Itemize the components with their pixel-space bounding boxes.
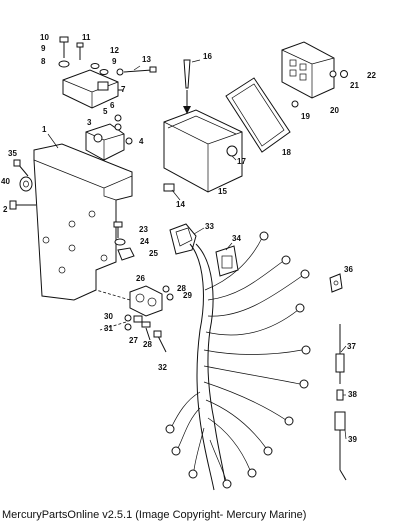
- part-31-32-nuts[interactable]: [124, 314, 132, 331]
- part-screws-4-6[interactable]: [114, 114, 133, 145]
- callout-39: 38: [348, 390, 357, 399]
- callout-37: 36: [344, 265, 353, 274]
- callout-23: 23: [139, 225, 148, 234]
- callout-9: 9: [41, 44, 46, 53]
- dashed-leader-26: [95, 289, 131, 331]
- part-19-screw[interactable]: [291, 100, 299, 108]
- callout-11: 11: [82, 33, 91, 42]
- callout-28: 28: [143, 340, 152, 349]
- part-34-harness-connector[interactable]: [169, 223, 197, 255]
- callout-labels: 1 2 3 4 5 6 7 8 9 9 10 11 12 13 14 15 16…: [1, 33, 376, 444]
- part-18-cover-plate[interactable]: [225, 77, 291, 153]
- callout-31: 30: [104, 312, 113, 321]
- callout-12: 12: [110, 46, 119, 55]
- callout-15: 15: [218, 187, 227, 196]
- callout-1: 1: [42, 125, 47, 134]
- callout-18: 18: [282, 148, 291, 157]
- callout-25: 25: [149, 249, 158, 258]
- footer-copyright: MercuryPartsOnline v2.5.1 (Image Copyrig…: [2, 509, 307, 521]
- callout-30: 29: [183, 291, 192, 300]
- part-13-wire-lead[interactable]: [116, 66, 157, 76]
- part-21-washer[interactable]: [329, 70, 337, 78]
- callout-22: 22: [367, 71, 376, 80]
- part-23-screw[interactable]: [113, 221, 123, 238]
- callout-9b: 9: [112, 57, 117, 66]
- part-37-clamp[interactable]: [329, 273, 343, 293]
- leader-lines: [47, 59, 347, 440]
- part-25-clip[interactable]: [117, 247, 135, 261]
- part-26-solenoid[interactable]: [129, 285, 163, 317]
- part-2-bolt[interactable]: [9, 200, 36, 210]
- part-3-switch[interactable]: [85, 123, 125, 161]
- part-39-fuse[interactable]: [336, 389, 344, 401]
- part-24-washer[interactable]: [114, 238, 126, 246]
- callout-6: 6: [110, 101, 115, 110]
- callout-21: 21: [350, 81, 359, 90]
- part-16-pointer[interactable]: [183, 59, 191, 114]
- callout-7: 7: [121, 85, 126, 94]
- part-20-fuse-block[interactable]: [281, 41, 335, 99]
- callout-14: 14: [176, 200, 185, 209]
- main-wiring-harness[interactable]: [165, 231, 311, 491]
- callout-10: 10: [40, 33, 49, 42]
- callout-4: 4: [139, 137, 144, 146]
- callout-26: 26: [136, 274, 145, 283]
- callout-19: 19: [301, 112, 310, 121]
- callout-38: 37: [347, 342, 356, 351]
- callout-8: 8: [41, 57, 46, 66]
- part-36-screw[interactable]: [13, 159, 29, 177]
- part-1-mounting-bracket[interactable]: [33, 143, 133, 301]
- part-14-connector[interactable]: [163, 183, 175, 192]
- callout-5: 5: [103, 107, 108, 116]
- callout-32: 31: [104, 324, 113, 333]
- callout-29: 28: [177, 284, 186, 293]
- callout-40: 39: [348, 435, 357, 444]
- callout-20: 20: [330, 106, 339, 115]
- part-38-sensor[interactable]: [335, 324, 345, 384]
- part-40-sensor-lead[interactable]: [334, 411, 347, 481]
- callout-24: 24: [140, 237, 149, 246]
- part-41-washer[interactable]: [19, 176, 33, 192]
- part-35-grommet[interactable]: [215, 245, 239, 277]
- callout-27: 27: [129, 336, 138, 345]
- part-screws-8-12[interactable]: [58, 36, 109, 75]
- callout-13: 13: [142, 55, 151, 64]
- callout-35: 34: [232, 234, 241, 243]
- part-7-relay-assembly[interactable]: [62, 69, 123, 109]
- callout-34: 33: [205, 222, 214, 231]
- part-17-plug[interactable]: [226, 145, 238, 157]
- callout-33: 32: [158, 363, 167, 372]
- callout-36: 35: [8, 149, 17, 158]
- callout-2: 2: [3, 205, 8, 214]
- part-33-bolt[interactable]: [153, 330, 167, 353]
- callout-41: 40: [1, 177, 10, 186]
- part-15-control-module[interactable]: [163, 109, 243, 193]
- part-29-30-hardware[interactable]: [162, 285, 174, 301]
- part-27-28-screws[interactable]: [133, 315, 151, 341]
- callout-3: 3: [87, 118, 92, 127]
- part-22-nut[interactable]: [340, 70, 348, 78]
- callout-17: 17: [237, 157, 246, 166]
- callout-16: 16: [203, 52, 212, 61]
